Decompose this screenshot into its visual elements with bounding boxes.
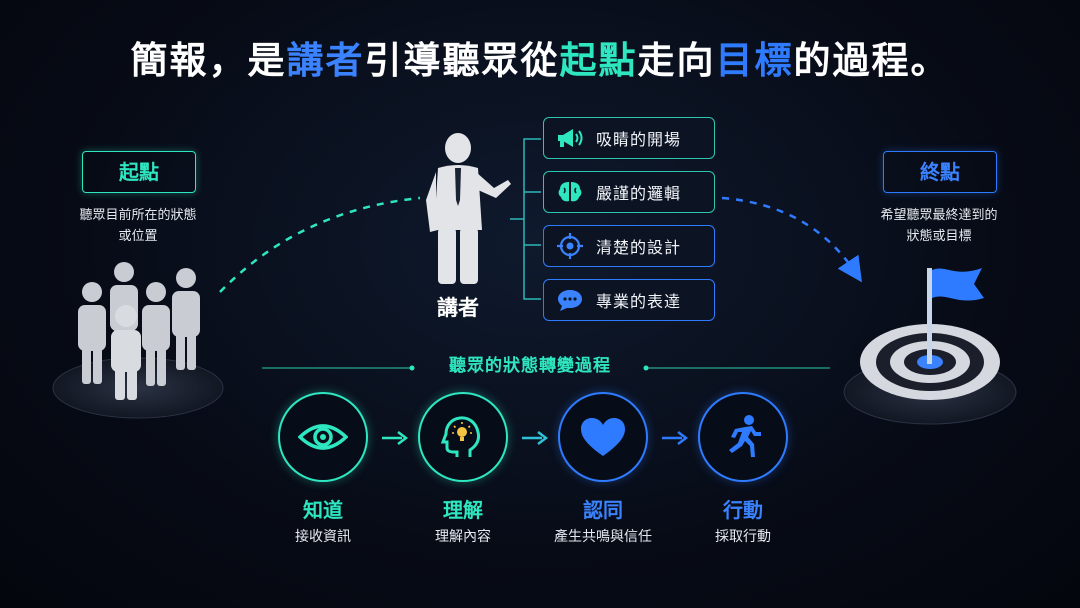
speaker-label: 講者 <box>437 296 479 320</box>
stage-circle-action <box>698 392 788 482</box>
skill-item-expression: 專業的表達 <box>543 279 715 321</box>
head-lightbulb-icon <box>440 416 480 457</box>
start-label: 起點 <box>82 151 196 193</box>
running-person-icon <box>729 415 761 457</box>
title-speaker-highlight: 講者 <box>286 39 365 82</box>
megaphone-icon <box>544 127 596 149</box>
stage-title-action: 行動 <box>723 498 763 522</box>
stage-desc-agree: 產生共鳴與信任 <box>554 529 652 545</box>
stage-circle-know <box>278 392 368 482</box>
dashed-arc-end <box>721 196 862 283</box>
target-icon <box>544 233 596 259</box>
stage-desc-understand: 理解內容 <box>435 529 491 545</box>
stage-title-know: 知道 <box>303 498 343 522</box>
stage-circle-understand <box>418 392 508 482</box>
arrow-right-icon <box>382 431 409 445</box>
skill-item-design: 清楚的設計 <box>543 225 715 267</box>
dashed-arc-start <box>219 196 421 293</box>
eye-icon <box>298 424 348 450</box>
stage-title-agree: 認同 <box>583 498 623 522</box>
skill-item-logic: 嚴謹的邏輯 <box>543 171 715 213</box>
title-goal-highlight: 目標 <box>715 39 794 82</box>
person-figure <box>111 305 141 400</box>
stage-desc-action: 採取行動 <box>715 529 771 545</box>
stage-title-understand: 理解 <box>443 498 483 522</box>
end-description: 希望聽眾最終達到的 狀態或目標 <box>880 208 998 244</box>
end-label: 終點 <box>883 151 997 193</box>
stage-desc-know: 接收資訊 <box>295 529 351 545</box>
person-figure <box>142 282 170 386</box>
arrow-right-icon <box>662 431 689 445</box>
skill-item-opening: 吸睛的開場 <box>543 117 715 159</box>
speech-bubble-icon <box>544 288 596 312</box>
start-description: 聽眾目前所在的狀態 或位置 <box>79 208 197 244</box>
brain-icon <box>544 180 596 204</box>
stage-circle-agree <box>558 392 648 482</box>
title-start-highlight: 起點 <box>559 39 638 82</box>
person-figure <box>172 268 200 370</box>
skills-bracket <box>510 138 541 300</box>
arrow-right-icon <box>522 431 549 445</box>
person-figure <box>78 282 106 384</box>
heart-icon <box>581 418 625 456</box>
page-title: 簡報，是講者引導聽眾從起點走向目標的過程。 <box>130 39 950 82</box>
process-title: 聽眾的狀態轉變過程 <box>449 356 611 376</box>
